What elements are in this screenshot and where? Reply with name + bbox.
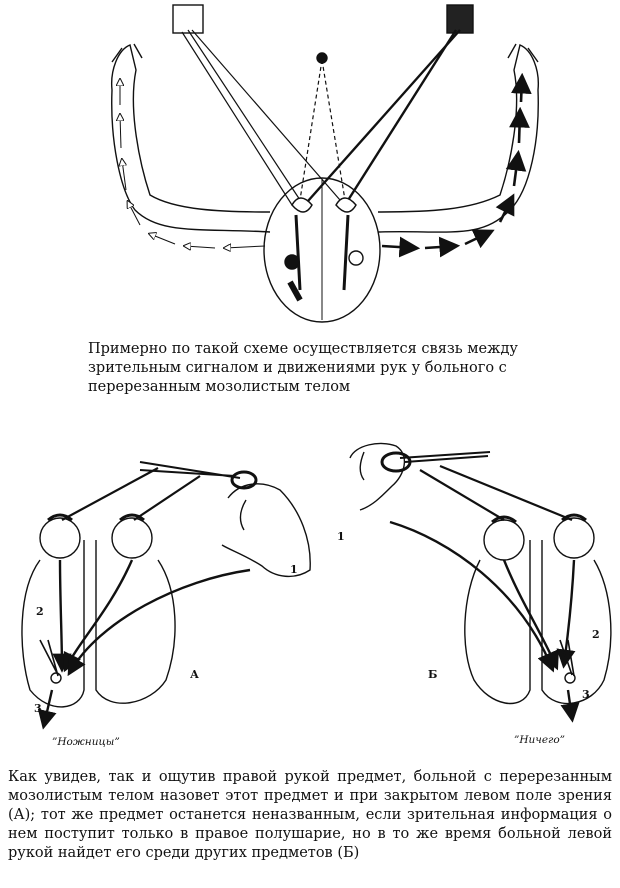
black-square-stimulus xyxy=(446,4,474,34)
right-eye-b xyxy=(553,517,595,559)
panel-a xyxy=(21,461,311,730)
panel-a-label: А xyxy=(190,668,199,681)
top-diagram xyxy=(111,4,539,323)
panel-b-num3: 3 xyxy=(582,688,590,701)
left-eye-a xyxy=(39,517,81,559)
right-motor-path xyxy=(381,72,532,258)
panel-a-num2: 2 xyxy=(36,605,44,618)
right-hand-a xyxy=(221,483,311,577)
brain-top-view xyxy=(263,177,381,323)
left-eye-b xyxy=(483,519,525,561)
left-hemisphere-b xyxy=(464,540,531,705)
visual-rays xyxy=(181,29,461,211)
panel-b-num2: 2 xyxy=(592,628,600,641)
left-hand-b xyxy=(349,442,406,511)
panel-a-result: ”Ножницы” xyxy=(52,736,120,748)
panel-b xyxy=(349,442,612,723)
left-arm xyxy=(111,44,271,233)
left-hemisphere-a xyxy=(21,540,85,708)
caption-bottom: Как увидев, так и ощутив правой рукой пр… xyxy=(8,769,612,861)
right-hemisphere-b xyxy=(541,540,612,705)
right-arm xyxy=(377,44,539,233)
panel-b-label: Б xyxy=(428,668,438,681)
white-square-stimulus xyxy=(172,4,204,34)
right-hemisphere-a xyxy=(95,540,176,704)
left-motor-path xyxy=(120,80,266,248)
panel-a-num3: 3 xyxy=(34,702,42,715)
scissors-a xyxy=(139,461,241,479)
panel-a-num1: 1 xyxy=(290,563,298,576)
panel-b-result: ”Ничего” xyxy=(514,734,566,746)
right-eye-a xyxy=(111,517,153,559)
caption-top: Примерно по такой схеме осуществляется с… xyxy=(88,341,518,395)
panel-b-num1: 1 xyxy=(337,530,345,543)
scissors-b xyxy=(399,451,491,463)
